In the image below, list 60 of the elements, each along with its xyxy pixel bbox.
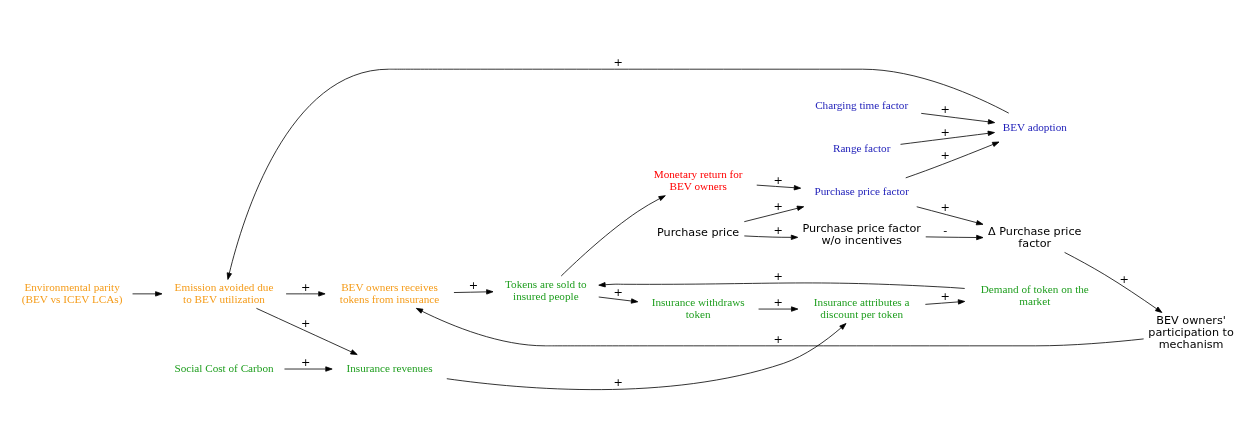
edge-label: + xyxy=(773,269,783,283)
node-text: Purchase price factor w/o incentives xyxy=(802,221,921,247)
node-text: Insurance revenues xyxy=(346,361,433,374)
node-text: Social Cost of Carbon xyxy=(174,361,274,374)
edge-label: + xyxy=(300,316,311,330)
node-text: Environmental parity (BEV vs ICEV LCAs) xyxy=(21,280,123,305)
arrow xyxy=(900,130,995,145)
edge-label: + xyxy=(773,332,783,346)
arrow xyxy=(415,307,1145,346)
node-text: Charging time factor xyxy=(815,98,909,111)
node-text: Emission avoided due to BEV utilization xyxy=(174,280,274,305)
edge-label: + xyxy=(300,280,311,294)
arrow xyxy=(916,205,984,225)
edge-label: + xyxy=(1119,272,1129,286)
arrow xyxy=(920,112,996,124)
arrow xyxy=(226,68,1010,280)
edge-label: + xyxy=(940,102,950,116)
arrow xyxy=(285,290,326,296)
arrow xyxy=(598,281,966,289)
node-text: Demand of token on the market xyxy=(980,282,1089,307)
edge-label: + xyxy=(613,375,623,389)
node-text: Purchase price xyxy=(657,225,740,239)
edge-label: - xyxy=(943,223,948,237)
arrow xyxy=(924,298,966,305)
node-text: BEV owners' participation to mechanism xyxy=(1148,313,1234,351)
arrow xyxy=(132,290,163,296)
arrow xyxy=(284,365,333,372)
arrow xyxy=(446,322,847,390)
node-text: Purchase price factor xyxy=(814,184,909,197)
arrow xyxy=(905,141,1000,178)
arrow xyxy=(1064,251,1163,313)
edge-label: + xyxy=(940,125,950,139)
edge-label: + xyxy=(613,285,623,299)
node-text: BEV owners receives tokens from insurance xyxy=(339,280,440,305)
arrow xyxy=(598,296,639,304)
edge-label: + xyxy=(773,199,783,213)
arrow xyxy=(758,305,799,312)
edge-label: + xyxy=(940,200,950,214)
edge-label: + xyxy=(773,173,783,187)
edge-label: + xyxy=(940,289,950,303)
arrow xyxy=(925,234,984,240)
node-text: Tokens are sold to insured people xyxy=(505,277,587,302)
node-text: Monetary return for BEV owners xyxy=(653,167,743,192)
arrow xyxy=(743,234,799,240)
node-text: Δ Purchase price factor xyxy=(988,224,1082,250)
node-text: BEV adoption xyxy=(1002,120,1067,133)
edge-label: + xyxy=(773,223,783,237)
arrow xyxy=(560,194,666,276)
edge-label: + xyxy=(773,295,783,309)
arrow xyxy=(256,307,358,355)
arrow xyxy=(453,288,494,294)
arrow xyxy=(756,184,802,190)
edge-label: + xyxy=(300,355,311,369)
edge-label: + xyxy=(613,55,623,69)
node-text: Insurance attributes a discount per token xyxy=(813,295,910,320)
edge-label: + xyxy=(940,148,950,162)
arrow xyxy=(743,205,805,222)
node-text: Range factor xyxy=(832,141,891,154)
edge-label: + xyxy=(468,278,479,292)
node-text: Insurance withdraws token xyxy=(651,295,745,320)
